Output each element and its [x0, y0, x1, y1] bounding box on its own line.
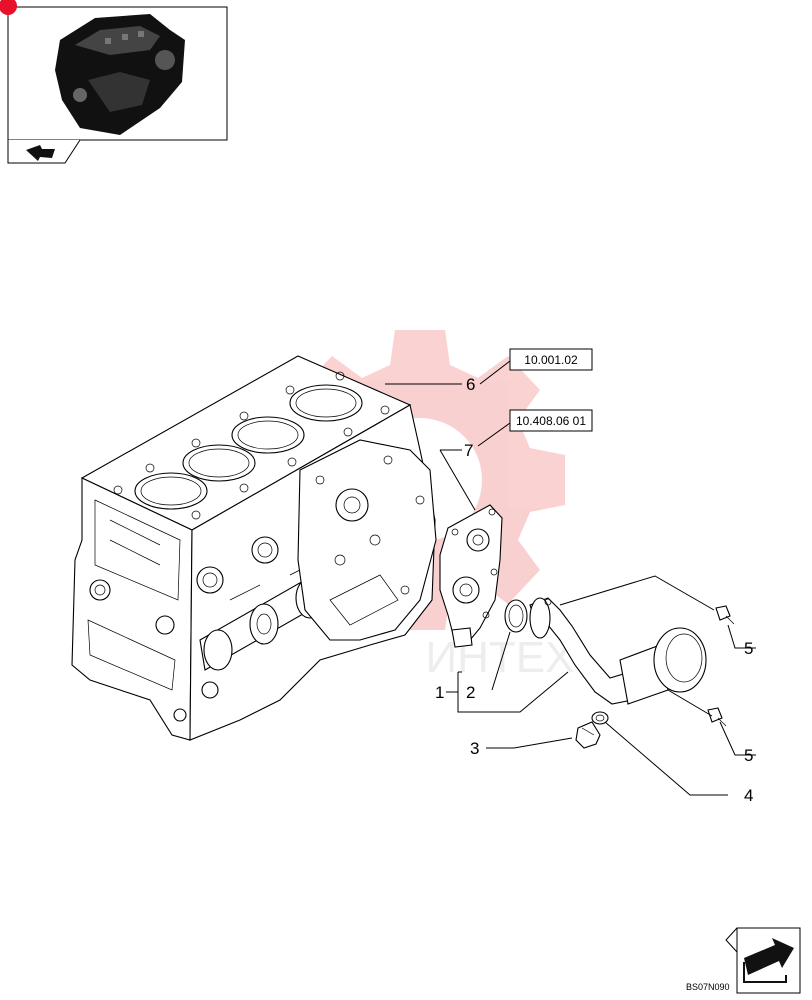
next-page-arrow-icon — [743, 938, 794, 983]
callout-3: 3 — [470, 739, 479, 758]
part-2-o-ring — [504, 599, 528, 633]
part-7-cover — [439, 504, 503, 648]
deck-bolt-holes — [113, 371, 390, 520]
leader-lines — [385, 360, 756, 796]
back-arrow-icon[interactable] — [26, 145, 55, 161]
rear-housing — [297, 439, 437, 641]
next-page-button[interactable] — [725, 927, 801, 994]
callout-6: 6 — [466, 375, 475, 394]
part-5-screw-lower — [707, 707, 727, 727]
part-1-oil-pipe — [529, 597, 707, 705]
corner-marker — [0, 0, 17, 15]
callout-5-lower: 5 — [744, 746, 753, 765]
part-3-plug — [575, 721, 601, 749]
engine-thumbnail-icon — [55, 14, 185, 135]
ref-box-block[interactable]: 10.001.02 — [509, 348, 593, 371]
watermark-text: ИНТЕХ — [426, 633, 575, 682]
callout-2: 2 — [466, 683, 475, 702]
callout-4: 4 — [744, 786, 753, 805]
part-4-washer — [591, 711, 609, 725]
callout-1: 1 — [435, 683, 444, 702]
callout-7: 7 — [464, 441, 473, 460]
cylinder-bores — [134, 384, 363, 510]
callouts: 6 7 1 2 3 4 5 5 — [435, 375, 753, 805]
callout-5-upper: 5 — [744, 639, 753, 658]
front-face-details — [87, 499, 219, 722]
ref-box-block-label: 10.001.02 — [524, 353, 578, 367]
ref-box-cover-label: 10.408.06 01 — [516, 414, 586, 428]
thumbnail-panel — [0, 0, 228, 164]
ref-box-cover[interactable]: 10.408.06 01 — [509, 409, 593, 432]
part-5-screw-upper — [715, 605, 735, 625]
engine-block — [71, 355, 437, 741]
drawing-code: BS07N090 — [686, 982, 730, 992]
